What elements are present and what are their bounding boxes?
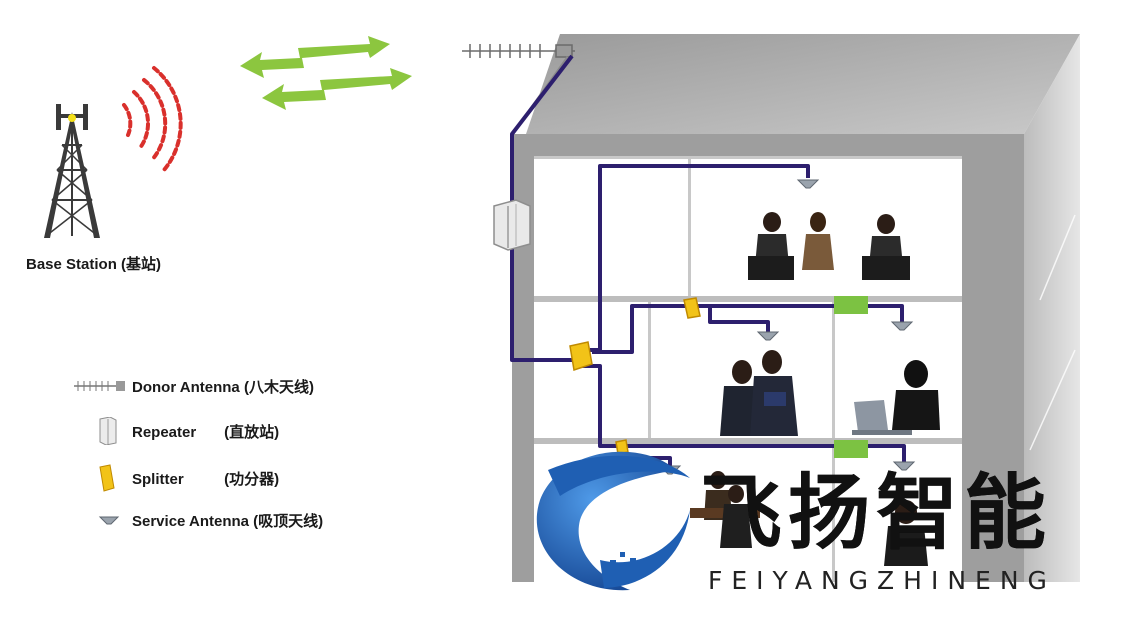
repeater-device-icon xyxy=(493,199,531,251)
business-people-illustration xyxy=(720,350,798,436)
office-meeting-illustration xyxy=(748,212,910,280)
legend-desc: (吸顶天线) xyxy=(253,512,324,530)
radio-wave-icon xyxy=(122,66,183,172)
logo-name-cn: 飞扬智能 xyxy=(700,466,1053,561)
splitter-device-icon xyxy=(569,297,701,455)
legend-term: Splitter xyxy=(132,470,184,488)
laptop-worker-illustration xyxy=(852,360,940,435)
legend-desc: (直放站) xyxy=(224,423,280,441)
ceiling-antenna-icon xyxy=(72,506,132,534)
feiyang-logo-icon xyxy=(536,451,690,591)
coupler-device-icon xyxy=(834,296,868,458)
splitter-icon xyxy=(72,464,132,492)
legend-item-repeater: Repeater (直放站) xyxy=(72,416,280,446)
legend-item-splitter: Splitter (功分器) xyxy=(72,464,279,492)
yagi-antenna-icon xyxy=(72,372,132,400)
ground-floor-office-illustration xyxy=(690,471,928,566)
legend-term: Service Antenna xyxy=(132,512,249,530)
signal-arrow-icon xyxy=(240,36,412,110)
legend-desc: (功分器) xyxy=(224,470,280,488)
repeater-icon xyxy=(72,416,132,446)
legend-desc: (八木天线) xyxy=(243,378,314,396)
legend-term: Repeater xyxy=(132,423,197,441)
base-station-label: Base Station (基站) xyxy=(26,256,162,273)
legend-item-service-antenna: Service Antenna (吸顶天线) xyxy=(72,506,323,534)
logo-name-en: FEIYANGZHINENG xyxy=(708,566,1056,595)
base-station-tower-icon xyxy=(44,104,100,238)
legend-term: Donor Antenna xyxy=(132,378,240,396)
legend-item-donor-antenna: Donor Antenna (八木天线) xyxy=(72,372,314,400)
